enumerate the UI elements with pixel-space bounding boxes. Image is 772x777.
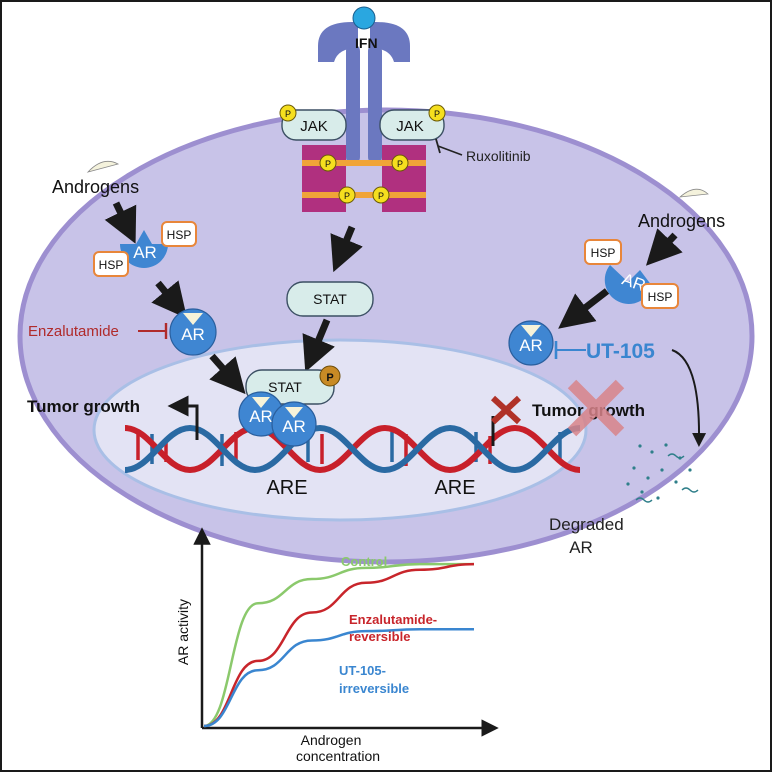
ar-dimer-icon-2: [271, 401, 317, 447]
svg-text:P: P: [434, 109, 440, 119]
legend-enzalutamide-line2: reversible: [349, 629, 410, 644]
svg-text:AR: AR: [133, 243, 157, 262]
are-right-label: ARE: [434, 477, 475, 499]
svg-text:Androgens: Androgens: [52, 177, 139, 197]
ifn-ligand-icon: [352, 6, 376, 30]
svg-text:JAK: JAK: [300, 118, 328, 135]
are-left-label: ARE: [266, 477, 307, 499]
svg-text:P: P: [325, 159, 331, 169]
svg-text:P: P: [326, 372, 333, 384]
degraded-ar-fragments: [626, 443, 699, 503]
ar-activity-chart: AR activity Androgen concentration Contr…: [175, 527, 499, 764]
svg-text:Enzalutamide: Enzalutamide: [28, 323, 119, 340]
curve-ut105: [203, 628, 474, 728]
receptor-intracellular: P P P P: [302, 145, 426, 212]
svg-text:AR: AR: [569, 538, 593, 557]
svg-text:STAT: STAT: [268, 379, 302, 395]
svg-text:UT-105: UT-105: [586, 340, 655, 363]
curve-enzalutamide: [203, 562, 475, 728]
left-androgen-pathway: Androgens AR HSP HSP AR Enzalutamide: [28, 160, 246, 395]
arrow-androgens-to-ar-complex-right: [645, 228, 683, 266]
svg-text:P: P: [285, 109, 291, 119]
androgen-icon: [86, 160, 120, 173]
svg-text:Degraded: Degraded: [549, 515, 624, 534]
svg-text:P: P: [378, 191, 384, 201]
ifn-receptor: IFN: [318, 6, 410, 164]
ar-complex-right-icon: [604, 265, 652, 304]
ar-free-left-icon: [169, 308, 217, 356]
arrow-ar-to-nucleus: [209, 353, 246, 395]
svg-text:HSP: HSP: [591, 246, 616, 260]
right-androgen-pathway: Androgens AR HSP HSP AR UT-105 Degraded …: [508, 188, 725, 557]
svg-text:Tumor growth: Tumor growth: [27, 397, 140, 416]
svg-text:STAT: STAT: [313, 291, 347, 307]
androgen-icon-right: [678, 188, 709, 198]
arrow-receptor-to-stat: [330, 225, 363, 273]
svg-text:AR: AR: [282, 417, 306, 436]
x-axis-label-line2: concentration: [296, 748, 380, 764]
curve-control: [203, 562, 474, 728]
svg-text:P: P: [397, 159, 403, 169]
jak-left: JAK P: [279, 104, 347, 141]
ruxolitinib-inhibition: Ruxolitinib: [435, 138, 531, 164]
ar-complex-left-icon: [120, 230, 168, 268]
tumor-growth-blocked: Tumor growth: [490, 379, 645, 446]
y-axis-label: AR activity: [175, 599, 191, 665]
svg-text:HSP: HSP: [99, 258, 124, 272]
arrow-ar-complex-to-ar-right: [558, 288, 610, 329]
svg-text:Androgens: Androgens: [638, 211, 725, 231]
svg-text:AR: AR: [249, 407, 273, 426]
ar-free-right-icon: [508, 320, 554, 366]
ifn-label: IFN: [355, 35, 378, 51]
blocked-x-icon-large: [567, 379, 625, 437]
stat-cytoplasm: STAT: [286, 281, 374, 317]
arrow-ar-complex-to-ar: [151, 280, 188, 319]
ar-dimer: AR AR: [238, 391, 317, 447]
blocked-x-icon-small: [490, 395, 522, 425]
jak-right: JAK P: [379, 104, 446, 141]
svg-text:HSP: HSP: [167, 228, 192, 242]
legend-ut105-line1: UT-105-: [339, 663, 386, 678]
arrow-androgens-to-ar-complex: [104, 201, 137, 244]
legend-control: Control: [341, 554, 387, 569]
arrow-stat-to-nucleus: [302, 318, 335, 373]
legend-enzalutamide-line1: Enzalutamide-: [349, 612, 437, 627]
arrow-to-degradation: [671, 349, 707, 447]
svg-text:HSP: HSP: [648, 290, 673, 304]
svg-text:JAK: JAK: [396, 118, 424, 135]
svg-text:P: P: [344, 191, 350, 201]
x-axis-label-line1: Androgen: [301, 732, 362, 748]
tumor-growth-active: Tumor growth: [27, 395, 199, 440]
svg-text:AR: AR: [181, 325, 205, 344]
svg-text:Ruxolitinib: Ruxolitinib: [466, 148, 531, 164]
legend-ut105-line2: irreversible: [339, 681, 409, 696]
svg-text:AR: AR: [519, 336, 543, 355]
